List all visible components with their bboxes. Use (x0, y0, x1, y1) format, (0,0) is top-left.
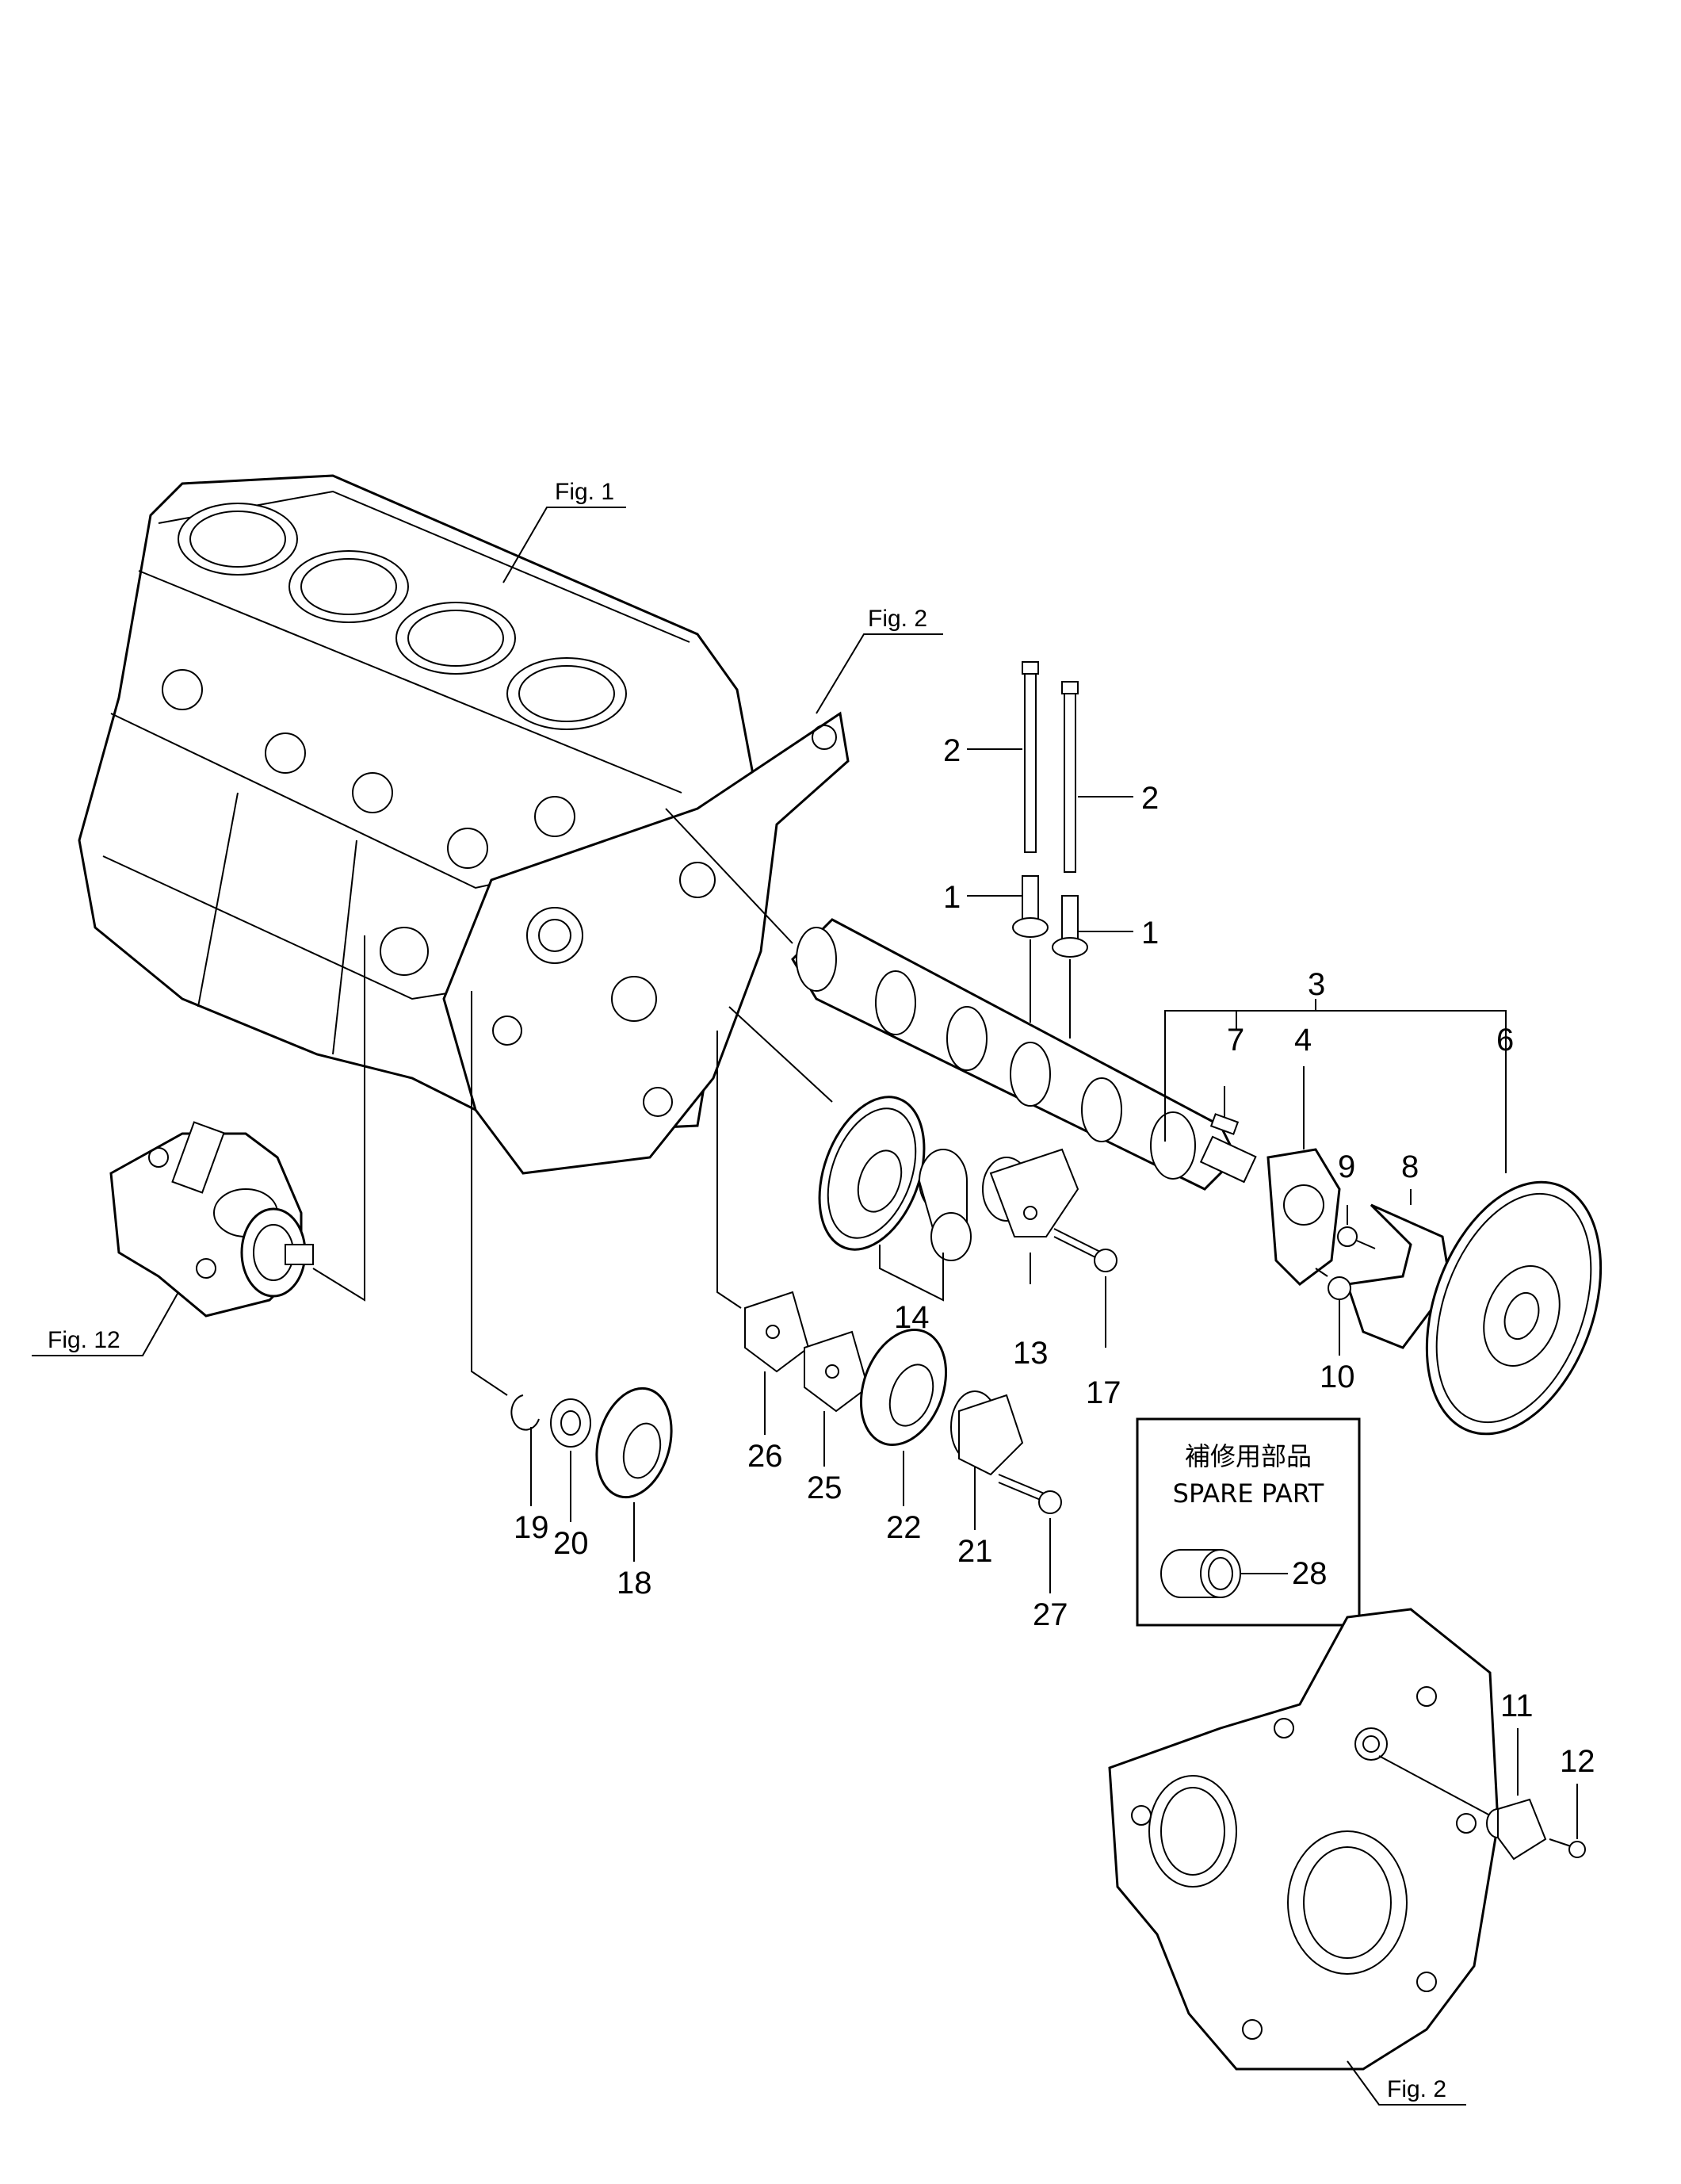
part-number-labels: 2 2 1 1 3 7 4 6 9 8 10 14 13 17 26 25 22… (514, 733, 1595, 1779)
snap-ring-19 (510, 1394, 540, 1431)
bolt-10 (1315, 1268, 1351, 1300)
camshaft (791, 918, 1257, 1191)
plate-25 (804, 1330, 869, 1413)
gear-22 (859, 1328, 948, 1447)
part-number-20: 20 (553, 1526, 589, 1561)
fig-2-bottom-ref-label: Fig. 2 (1387, 2076, 1446, 2102)
camshaft-gear (1425, 1180, 1603, 1436)
thrust-plate (1266, 1148, 1341, 1286)
fuel-injection-pump (109, 1121, 314, 1318)
gear-18 (595, 1387, 673, 1499)
push-rods (1022, 661, 1079, 873)
part-number-1a: 1 (943, 880, 961, 915)
gear-case-cover (1108, 1608, 1500, 2071)
part-number-9: 9 (1338, 1149, 1355, 1184)
part-number-28: 28 (1292, 1556, 1328, 1591)
bolt-12 (1549, 1838, 1586, 1858)
part-number-2a: 2 (943, 733, 961, 768)
bolt-9 (1337, 1226, 1376, 1249)
part-number-2b: 2 (1141, 781, 1159, 816)
bolt-27 (998, 1474, 1062, 1514)
part-number-14: 14 (894, 1300, 930, 1335)
part-number-11: 11 (1500, 1689, 1534, 1723)
part-number-18: 18 (617, 1566, 652, 1601)
idle-gear-shaft (982, 1148, 1079, 1237)
part-number-27: 27 (1033, 1597, 1068, 1632)
part-number-22: 22 (886, 1510, 922, 1545)
fig-1-ref-label: Fig. 1 (555, 479, 614, 505)
part-number-7: 7 (1227, 1023, 1244, 1058)
fig-12-ref-label: Fig. 12 (48, 1327, 120, 1353)
idle-gear (818, 1096, 926, 1251)
part-number-4: 4 (1294, 1023, 1312, 1058)
woodruff-key (1209, 1113, 1240, 1135)
part-number-10: 10 (1320, 1360, 1355, 1394)
part-number-26: 26 (747, 1439, 783, 1474)
part-number-17: 17 (1086, 1375, 1121, 1410)
part-number-21: 21 (957, 1534, 993, 1569)
part-number-1b: 1 (1141, 916, 1159, 950)
spare-part-box: 補修用部品 SPARE PART 28 (1136, 1417, 1361, 1627)
fig-2-top-ref-label: Fig. 2 (868, 606, 927, 632)
tappets (1012, 875, 1088, 958)
idle-gear-bushing (919, 1149, 972, 1261)
idle-gear-bolt (1053, 1228, 1117, 1272)
part-number-25: 25 (807, 1471, 842, 1505)
part-number-6: 6 (1496, 1023, 1514, 1058)
part-number-3: 3 (1308, 967, 1325, 1002)
plate-26 (744, 1291, 810, 1373)
part-number-12: 12 (1560, 1744, 1595, 1779)
hub-21 (950, 1390, 1024, 1476)
gear-case-plate (442, 711, 850, 1175)
part-number-13: 13 (1013, 1336, 1049, 1371)
pulsar-plate (1346, 1203, 1452, 1349)
spare-part-title-jp: 補修用部品 (1185, 1441, 1312, 1471)
sensor-11 (1486, 1798, 1547, 1861)
nut-20 (550, 1398, 591, 1448)
part-number-8: 8 (1401, 1149, 1419, 1184)
part-number-19: 19 (514, 1510, 549, 1545)
spare-part-title-en: SPARE PART (1173, 1478, 1324, 1509)
